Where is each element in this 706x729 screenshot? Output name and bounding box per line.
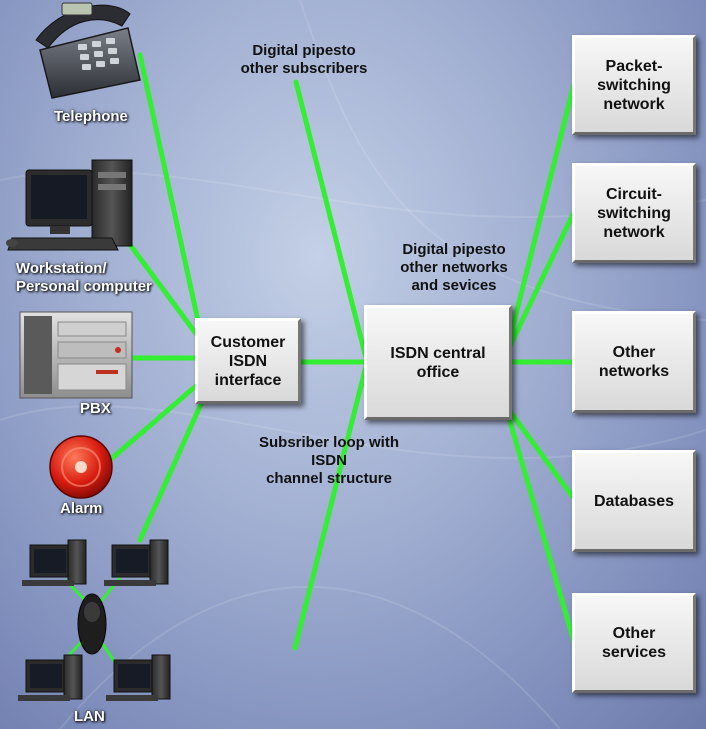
link-telephone (137, 52, 203, 333)
connection-lines (107, 52, 578, 651)
pbx-label: PBX (80, 400, 111, 417)
lan-computer-4 (106, 654, 171, 701)
alarm-icon (49, 435, 113, 499)
lan-computer-3 (18, 654, 83, 701)
alarm-label: Alarm (60, 500, 103, 517)
other-services-box: Other services (572, 593, 696, 693)
workstation-label: Workstation/ Personal computer (16, 260, 152, 295)
link-packet-network (506, 77, 578, 345)
link-subscriber-loop (292, 359, 370, 651)
lan-computer-2 (104, 539, 169, 586)
lan-label: LAN (74, 708, 105, 725)
isdn-central-office-box: ISDN central office (364, 305, 512, 420)
pipes-networks-label: Digital pipesto other networks and sevic… (400, 241, 508, 294)
pipes-subscribers-label: Digital pipesto other subscribers (240, 42, 368, 77)
circuit-switching-network-box: Circuit- switching network (572, 163, 696, 263)
telephone-label: Telephone (54, 108, 128, 125)
workstation-icon (6, 159, 133, 251)
link-lan (137, 392, 208, 543)
link-pipes-subscribers (293, 79, 370, 365)
link-workstation (122, 235, 200, 338)
lan-computer-1 (22, 539, 87, 586)
link-databases (506, 407, 578, 503)
packet-switching-network-box: Packet- switching network (572, 35, 696, 135)
subscriber-loop-label: Subsriber loop with ISDN channel structu… (258, 434, 399, 487)
link-other-services (506, 415, 578, 648)
customer-isdn-interface-box: Customer ISDN interface (195, 318, 301, 404)
link-circuit-network (506, 207, 578, 351)
telephone-icon (35, 2, 141, 99)
databases-box: Databases (572, 450, 696, 552)
pbx-icon (19, 311, 133, 399)
other-networks-box: Other networks (572, 311, 696, 413)
lan-icon (18, 539, 171, 701)
link-alarm (107, 382, 200, 463)
